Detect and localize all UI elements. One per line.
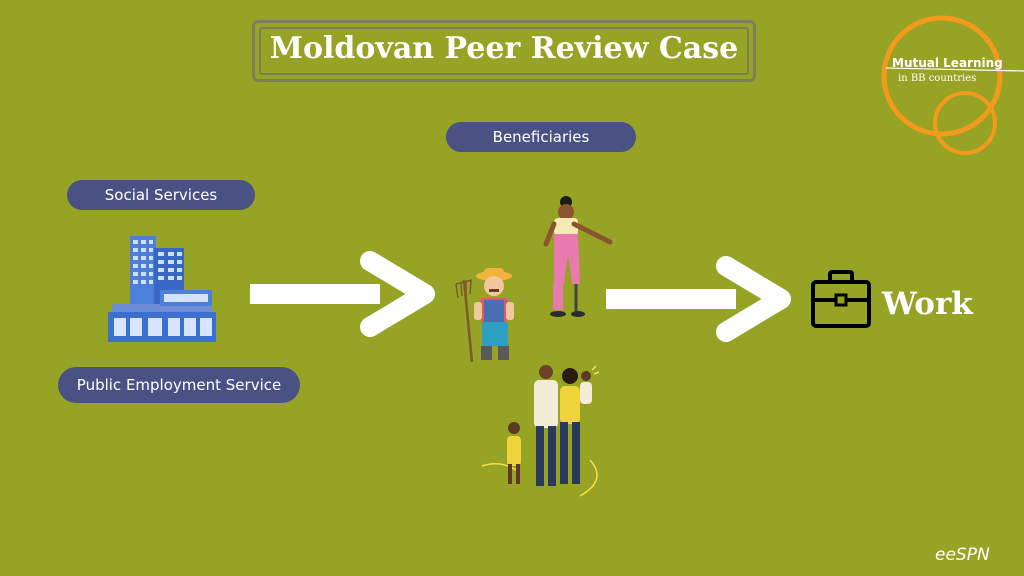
woman-prosthetic-leg-icon: [543, 196, 613, 317]
arrow-right-icon: [250, 251, 435, 337]
beneficiaries-pill: Beneficiaries: [446, 122, 636, 152]
family-icon: [481, 365, 600, 497]
mutual-learning-logo-icon: [881, 15, 1024, 155]
page-title: Moldovan Peer Review Case: [269, 31, 739, 66]
work-label: Work: [882, 286, 973, 322]
logo-subtitle: in BB countries: [898, 73, 977, 84]
public-employment-service-pill: Public Employment Service: [58, 367, 300, 403]
title-frame: Moldovan Peer Review Case: [252, 20, 756, 82]
farmer-icon: [455, 268, 514, 363]
office-building-icon: [108, 236, 216, 342]
briefcase-icon: [811, 270, 871, 328]
espn-logo: eeSPN: [935, 545, 990, 565]
arrow-right-icon: [606, 256, 791, 342]
social-services-pill: Social Services: [67, 180, 255, 210]
logo-title: Mutual Learning: [892, 56, 1003, 70]
